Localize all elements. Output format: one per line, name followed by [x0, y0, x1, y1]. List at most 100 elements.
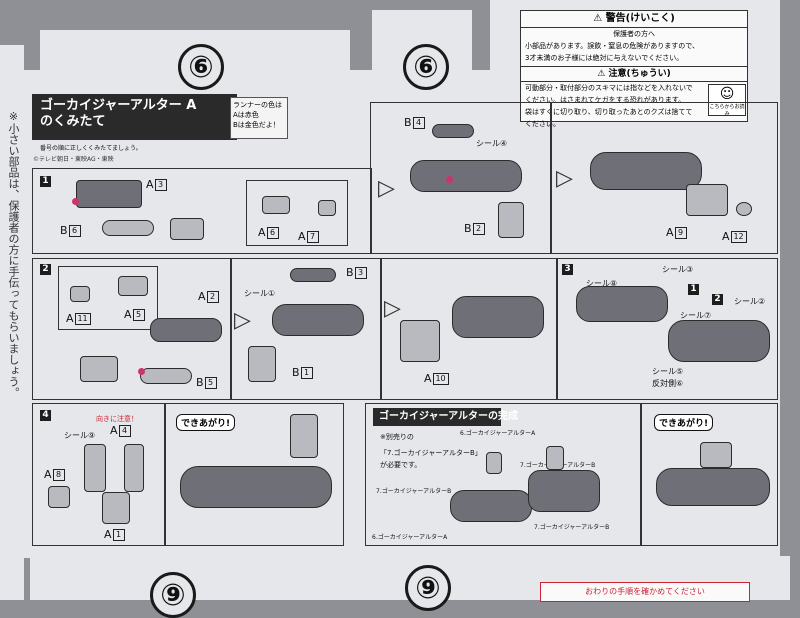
part-seal9-panel — [84, 444, 106, 492]
warning-icon: ⚠ — [593, 13, 603, 24]
part-a3-body — [76, 180, 142, 208]
label-a9-num: 9 — [674, 227, 687, 239]
part-b2-arm — [498, 202, 524, 238]
part-a2-frame — [150, 318, 222, 342]
label-a12-num: 12 — [730, 231, 747, 243]
label-seal7: シール⑦ — [680, 311, 712, 320]
runner-line1: ランナーの色は — [233, 101, 282, 109]
part-row2b-body — [272, 304, 364, 336]
tab-number-right: ⑥ — [403, 44, 449, 90]
tab-number-left: ⑥ — [178, 44, 224, 90]
label-seal8: シール⑧ — [586, 279, 618, 288]
complete-partB-bottom: 7.ゴーカイジャーアルターB — [534, 524, 610, 531]
label-a3-letter: A — [146, 178, 154, 191]
label-a5-letter: A — [124, 308, 132, 321]
warning-badge-text: こちらからお読み — [709, 104, 745, 117]
warning-line-0: 小部品があります。誤飲・窒息の危険がありますので、 — [525, 42, 700, 50]
part-a5 — [118, 276, 148, 296]
part-a11 — [70, 286, 90, 302]
label-b2-letter: B — [464, 222, 472, 235]
inset-row1 — [246, 180, 348, 246]
label-a6-num: 6 — [266, 227, 279, 239]
arrow-right-4: ▷ — [384, 296, 401, 321]
label-a4-num: 4 — [118, 425, 131, 437]
copyright: ©テレビ朝日・東映AG・東映 — [33, 156, 114, 163]
caution-header: ⚠ 注意(ちゅうい) — [521, 66, 747, 82]
caution-icon: ⚠ — [597, 69, 606, 79]
part-a7-small — [318, 200, 336, 216]
bottom-note: おわりの手順を確かめてください — [540, 582, 750, 602]
done-label-1: できあがり! — [176, 414, 236, 431]
step3-num2: 2 — [712, 294, 723, 305]
done-label-2: できあがり! — [654, 414, 714, 431]
part-complete-a — [450, 490, 532, 522]
side-note: ※小さい部品は、保護者の方に手伝ってもらいましょう。 — [7, 110, 20, 398]
part-done-panel — [290, 414, 318, 458]
tab-number-left-text: ⑥ — [188, 49, 214, 85]
label-a6-letter: A — [258, 226, 266, 239]
label-a9-letter: A — [666, 226, 674, 239]
panel-row3-d — [640, 403, 778, 546]
part-a12-cap — [736, 202, 752, 216]
complete-note3: が必要です。 — [380, 461, 422, 469]
label-a11-letter: A — [66, 312, 74, 325]
caution-line-0: 可動部分・取付部分のスキマには指などを入れないで — [525, 84, 693, 92]
bottom-number-right-text: ⑨ — [415, 570, 441, 606]
label-b1-num: 1 — [300, 367, 313, 379]
label-a8-num: 8 — [52, 469, 65, 481]
warning-guardian: 保護者の方へ — [613, 30, 655, 38]
part-a10-block — [400, 320, 440, 362]
title-line1: ゴーカイジャーアルター A — [40, 98, 197, 113]
part-b3-top — [290, 268, 336, 282]
label-a1-letter: A — [104, 528, 112, 541]
label-seal9: シール⑨ — [64, 431, 96, 440]
panel-row2-d — [556, 258, 778, 400]
part-b5-claw — [140, 368, 192, 384]
caution-line-3: ください。 — [525, 120, 560, 128]
label-a12-letter: A — [722, 230, 730, 243]
label-b5-num: 5 — [204, 377, 217, 389]
label-seal2: シール② — [734, 297, 766, 306]
panel-row2-a — [32, 258, 232, 400]
warning-header-text: 警告(けいこく) — [605, 13, 675, 24]
label-a7-letter: A — [298, 230, 306, 243]
part-final-panel — [700, 442, 732, 468]
warning-line-1: 3才未満のお子様には絶対に与えないでください。 — [525, 54, 684, 62]
inset-row2 — [58, 266, 158, 330]
complete-partB-left: 7.ゴーカイジャーアルターB — [376, 488, 452, 495]
label-b5-letter: B — [196, 376, 204, 389]
label-a3-num: 3 — [154, 179, 167, 191]
complete-partA-bottom: 6.ゴーカイジャーアルターA — [372, 534, 448, 541]
step-1: 1 — [40, 176, 51, 187]
panel-row3-a — [32, 403, 166, 546]
part-a9-block — [686, 184, 728, 216]
panel-row1-right — [550, 102, 778, 254]
arrow-right-3: ▷ — [234, 308, 251, 333]
part-a8-cap — [48, 486, 70, 508]
title-box: ゴーカイジャーアルター A のくみたて — [32, 94, 237, 140]
label-seal4: シール④ — [476, 139, 508, 148]
warning-box: ⚠ 警告(けいこく) 保護者の方へ 小部品があります。誤飲・窒息の危険があります… — [520, 10, 748, 128]
arrow-right-1: ▷ — [378, 176, 395, 201]
arrow-right-2: ▷ — [556, 166, 573, 191]
runner-note: ランナーの色は Aは赤色 Bは金色だよ！ — [230, 97, 288, 139]
part-row2-pin — [138, 368, 145, 375]
bottom-number-left-text: ⑨ — [160, 577, 186, 613]
label-b2-num: 2 — [472, 223, 485, 235]
reader-icon: ☺ — [719, 86, 735, 102]
label-a11-num: 11 — [74, 313, 91, 325]
step-3: 3 — [562, 264, 573, 275]
label-seal3: シール③ — [662, 265, 694, 274]
